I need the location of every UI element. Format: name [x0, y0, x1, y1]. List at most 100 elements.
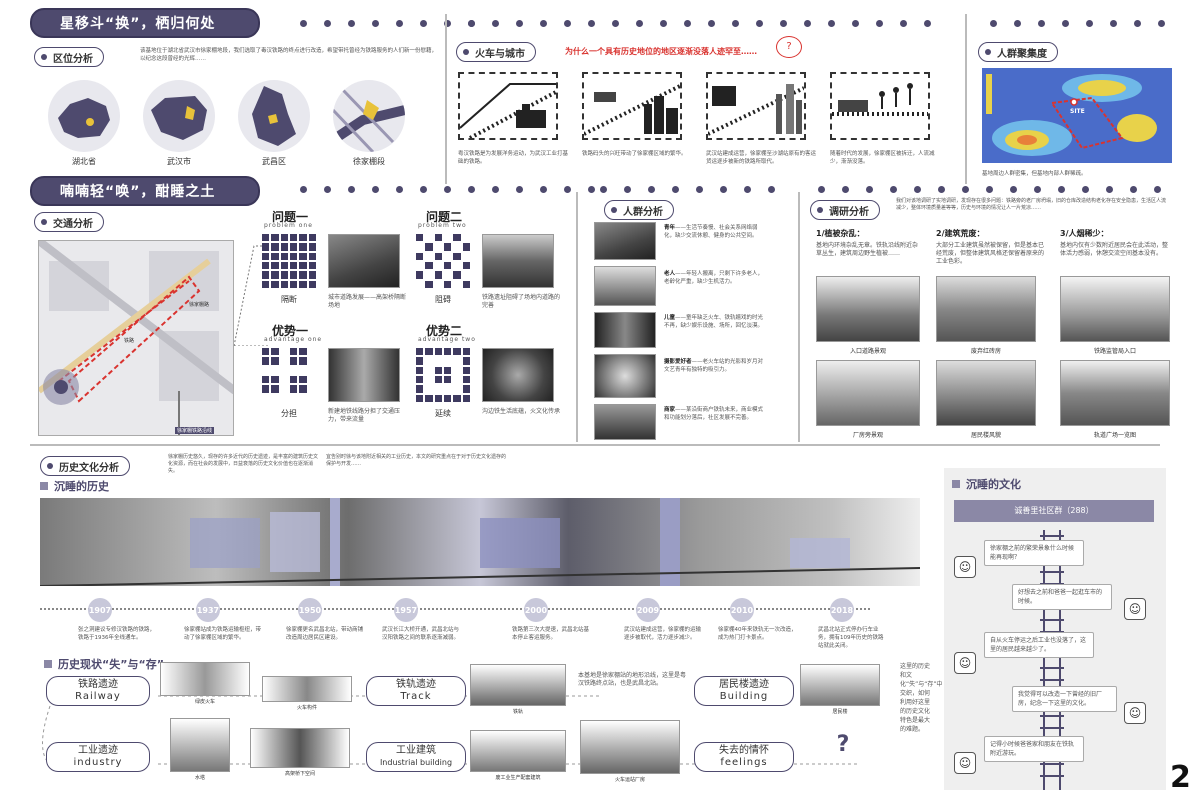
survey-photo-caption: 铁路监管局入口	[1093, 348, 1136, 355]
divider	[445, 14, 447, 184]
crowd-caption: 基地周边人群密集，但基地内部人群稀疏。	[982, 171, 1087, 177]
section2-title: 喃喃轻“唤”，酣睡之土	[60, 184, 216, 200]
train-caption-2: 铁路码头的兴旺带动了徐家棚区域的繁华。	[582, 151, 687, 157]
advantage2-title: 优势二	[426, 324, 463, 338]
status-photo	[800, 664, 880, 706]
road-label: 铁路	[124, 338, 135, 344]
alley-photo	[482, 234, 554, 288]
overpass-photo	[328, 234, 400, 288]
people-photo-photographer	[594, 354, 656, 398]
train-caption-1: 粤汉铁路是为发展洋务运动，为武汉工业打基础的铁路。	[458, 151, 569, 165]
timeline-year: 1937	[196, 598, 220, 622]
person-avatar-icon: ☺	[954, 652, 976, 674]
section1-banner: 星移斗“换”，栖归何处	[30, 8, 260, 38]
survey-photo-caption: 轨道广场一览图	[1093, 432, 1136, 439]
status-heading: 历史现状“失”与“存”	[44, 656, 164, 672]
people-item: 老人——年轻人搬离，只剩下许多老人，老龄化严重，缺少生机活力。	[664, 271, 764, 285]
history-intro: 宜告别时徐与该地附近相关的工业历史，本文的研究重点在于对于历史文化遗存的保护与开…	[326, 454, 507, 467]
timeline-text: 徐家棚更名武昌北站，带动商铺改造周边居民区建设。	[286, 627, 364, 641]
crowd-pill: 人群聚集度	[978, 42, 1058, 62]
map-xujiapeng	[333, 80, 405, 152]
sleeping-history-heading: 沉睡的历史	[40, 478, 109, 494]
chat-bubble: 我觉得可以改造一下曾经的旧厂房，纪念一下这里的文化。	[1012, 686, 1117, 712]
status-photo	[470, 664, 566, 706]
problem2-label: 阻碍	[435, 295, 451, 304]
street-label: 徐家棚铁路沿线	[175, 427, 215, 434]
advantage2-caption: 沟边铁生活底蕴，火文化传承	[482, 408, 561, 415]
train-caption-3: 武汉站建成运营，徐家棚至沙湖站原有的客运货运逐步被新的铁路所取代。	[706, 151, 817, 165]
status-photo-label: 火车构件	[296, 705, 317, 711]
survey-point-text: 基地内仅有少数附近居民会在此活动，整体活力感弱，休憩交流空间基本没有。	[1060, 242, 1169, 257]
blocked-pattern-icon	[262, 234, 316, 288]
person-avatar-icon: ☺	[954, 752, 976, 774]
advantage2-label: 延续	[435, 409, 451, 418]
heatmap: SITE	[982, 68, 1172, 163]
people-photo-youth	[594, 222, 656, 260]
map-caption: 武昌区	[262, 157, 286, 166]
status-photo	[262, 676, 352, 702]
map-caption: 徐家棚段	[353, 157, 385, 166]
dot-row	[468, 20, 931, 27]
status-photo-label: 高架桥下空间	[284, 771, 315, 777]
person-avatar-icon: ☺	[1124, 702, 1146, 724]
dot-row	[300, 20, 475, 27]
problem2-title: 问题二	[426, 210, 463, 224]
survey-photo-caption: 废弃红砖房	[970, 348, 1001, 355]
train-sketch-4	[830, 72, 930, 140]
survey-point-title: 3/人烟稀少：	[1060, 229, 1109, 238]
survey-photo	[1060, 276, 1170, 342]
survey-pill: 调研分析	[810, 200, 880, 220]
map-wuhan	[143, 80, 215, 152]
divider	[576, 192, 578, 442]
section1-title: 星移斗“换”，栖归何处	[60, 16, 216, 32]
people-item: 青年——生活节奏慢、社会关系网络弱化，缺少交流休憩、健身的公共空间。	[664, 225, 758, 239]
chat-bubble: 记得小时候爸爸家和朋友在铁轨附近游玩。	[984, 736, 1084, 762]
timeline-text: 武汉长江大桥开通，武昌北站与汉阳铁路之间的联系逐渐减弱。	[382, 627, 460, 641]
site-label: SITE	[1070, 108, 1085, 115]
wheel-photo	[482, 348, 554, 402]
problem1-title: 问题一	[272, 210, 309, 224]
obstacle-pattern-icon	[416, 234, 470, 288]
chat-bubble: 自从火车停运之后工业也没落了，这里的居民越来越少了。	[984, 632, 1094, 658]
train-caption-4: 随着时代的发展，徐家棚区被拆迁，人流减少，渐渐没落。	[830, 151, 935, 165]
trains-question: 为什么一个具有历史地位的地区逐渐没落人迹罕至……	[565, 47, 757, 56]
status-photo-label: 绿皮火车	[194, 699, 215, 705]
train-sketch-1	[458, 72, 558, 140]
survey-intro: 我们对该地调研了实地调研，发现存在很多问题：铁路旁的老厂房坍塌，旧的仓库改造结构…	[896, 198, 1167, 211]
status-photo-label: 水塔	[194, 775, 205, 781]
survey-point-text: 大部分工业建筑虽然被保留，但是基本已经荒废，但整体建筑风格还保留着原来的工业色彩…	[936, 242, 1045, 265]
problem1-sub: problem one	[264, 222, 313, 229]
timeline-year: 2009	[636, 598, 660, 622]
subway-photo	[328, 348, 400, 402]
history-collage	[40, 498, 920, 586]
location-desc: 该基地位于湖北省武汉市徐家棚地段，我们选取了毒汉铁路的终点进行改造，希望带托曾经…	[140, 48, 438, 62]
timeline-text: 武汉站建成运营，徐家棚的运输逐步被取代，活力逐步减少。	[624, 627, 702, 641]
people-item: 儿童——童年缺乏火车、铁轨嬉戏的时光不再，缺少娱乐设施、场所，回忆淡漠。	[664, 315, 764, 329]
status-photo	[580, 720, 680, 774]
status-photo	[160, 662, 250, 696]
divider	[965, 14, 967, 184]
survey-photo-caption: 入口道路景观	[849, 348, 886, 355]
continue-pattern-icon	[416, 348, 470, 402]
advantage1-sub: advantage one	[264, 336, 323, 343]
status-photo	[470, 730, 566, 772]
right-note: 这里的历史和文化“失”与“存”中交织，如何利用好这里的历史文化特色是最大的难题。	[900, 663, 943, 733]
problem1-label: 隔断	[281, 295, 297, 304]
timeline-year: 1957	[394, 598, 418, 622]
section2-banner: 喃喃轻“唤”，酣睡之土	[30, 176, 260, 206]
chat-bubble: 好想去之前和爸爸一起逛车市的时候。	[1012, 584, 1112, 610]
status-photo-label: 废工业生产配套建筑	[495, 775, 541, 781]
survey-point-title: 2/建筑荒废：	[936, 229, 985, 238]
road-label: 徐家棚路	[189, 302, 210, 308]
location-pill: 区位分析	[34, 47, 104, 67]
chat-bubble: 徐家棚之前的繁荣景象什么时候能再现啊？	[984, 540, 1084, 566]
culture-heading: 沉睡的文化	[952, 476, 1021, 492]
problem1-caption: 城市道路发展——高架桥隔断场地	[328, 294, 407, 309]
history-pill: 历史文化分析	[40, 456, 130, 476]
divider	[798, 192, 800, 442]
status-photo	[250, 728, 350, 768]
status-photo	[170, 718, 230, 772]
status-photo-label: 铁轨	[512, 709, 523, 715]
